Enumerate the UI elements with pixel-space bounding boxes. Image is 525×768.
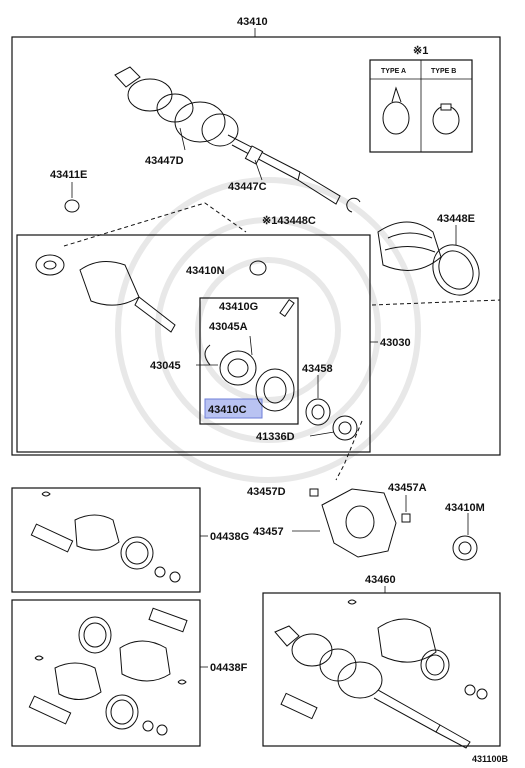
seal-43410m[interactable] bbox=[452, 535, 478, 561]
boot-kit-04438f[interactable] bbox=[28, 607, 188, 736]
boot-kit-04438g[interactable] bbox=[30, 491, 181, 583]
label-43447D[interactable]: 43447D bbox=[145, 155, 184, 167]
note-symbol: ※1 bbox=[413, 45, 428, 57]
pin-43410g[interactable] bbox=[279, 299, 295, 317]
label-43448E[interactable]: 43448E bbox=[437, 213, 475, 225]
label-43410M[interactable]: 43410M bbox=[445, 502, 485, 514]
assembly-frame-43460 bbox=[262, 592, 501, 747]
label-04438G[interactable]: 04438G bbox=[210, 531, 249, 543]
kit-frame-04438F bbox=[11, 599, 201, 747]
label-43410C[interactable]: 43410C bbox=[208, 404, 247, 416]
seal-41336d[interactable] bbox=[332, 415, 358, 441]
label-43045[interactable]: 43045 bbox=[150, 360, 181, 372]
reference-line-lower bbox=[335, 420, 363, 481]
label-43030[interactable]: 43030 bbox=[380, 337, 411, 349]
type-a-label: TYPE A bbox=[381, 68, 406, 75]
detail-frame bbox=[199, 297, 299, 425]
label-43457[interactable]: 43457 bbox=[253, 526, 284, 538]
assembly-frame-43030 bbox=[16, 234, 371, 453]
highlight-43410C bbox=[204, 398, 263, 419]
clamp-43448c[interactable] bbox=[346, 197, 361, 213]
bracket-43410c[interactable] bbox=[255, 368, 295, 412]
label-43410N[interactable]: 43410N bbox=[186, 265, 225, 277]
label-43457D[interactable]: 43457D bbox=[247, 486, 286, 498]
inner-joint-housing[interactable] bbox=[35, 254, 176, 333]
note-box-type: ※1 TYPE A TYPE B bbox=[369, 45, 473, 153]
label-43410[interactable]: 43410 bbox=[237, 16, 268, 28]
label-43411E[interactable]: 43411E bbox=[50, 169, 87, 181]
label-43045A[interactable]: 43045A bbox=[209, 321, 248, 333]
label-43447C[interactable]: 43447C bbox=[228, 181, 267, 193]
bolt-43457a[interactable] bbox=[401, 513, 411, 523]
reference-line-inner bbox=[63, 202, 247, 247]
clamp-43410n[interactable] bbox=[249, 260, 267, 276]
seal-43458[interactable] bbox=[305, 398, 331, 426]
clamp-type-a-icon[interactable] bbox=[382, 101, 410, 135]
bearing-43045[interactable] bbox=[204, 344, 257, 386]
label-43460[interactable]: 43460 bbox=[365, 574, 396, 586]
type-b-label: TYPE B bbox=[431, 68, 456, 75]
label-43410G[interactable]: 43410G bbox=[219, 301, 258, 313]
assembly-frame-43410 bbox=[11, 36, 501, 456]
reference-line-outer bbox=[371, 299, 501, 306]
label-43458[interactable]: 43458 bbox=[302, 363, 333, 375]
ring-43411e[interactable] bbox=[64, 199, 80, 213]
bracket-43457[interactable] bbox=[321, 488, 397, 558]
kit-frame-04438G bbox=[11, 487, 201, 593]
drive-shaft-43460[interactable] bbox=[274, 599, 488, 749]
figure-code: 431100B bbox=[472, 754, 509, 764]
label-43448C[interactable]: ※143448C bbox=[262, 215, 316, 227]
drive-shaft-upper[interactable] bbox=[114, 66, 341, 205]
label-43457A[interactable]: 43457A bbox=[388, 482, 427, 494]
label-04438F[interactable]: 04438F bbox=[210, 662, 248, 674]
boot-43448e[interactable] bbox=[377, 221, 488, 304]
label-41336D[interactable]: 41336D bbox=[256, 431, 295, 443]
bolt-43457d[interactable] bbox=[309, 488, 319, 497]
